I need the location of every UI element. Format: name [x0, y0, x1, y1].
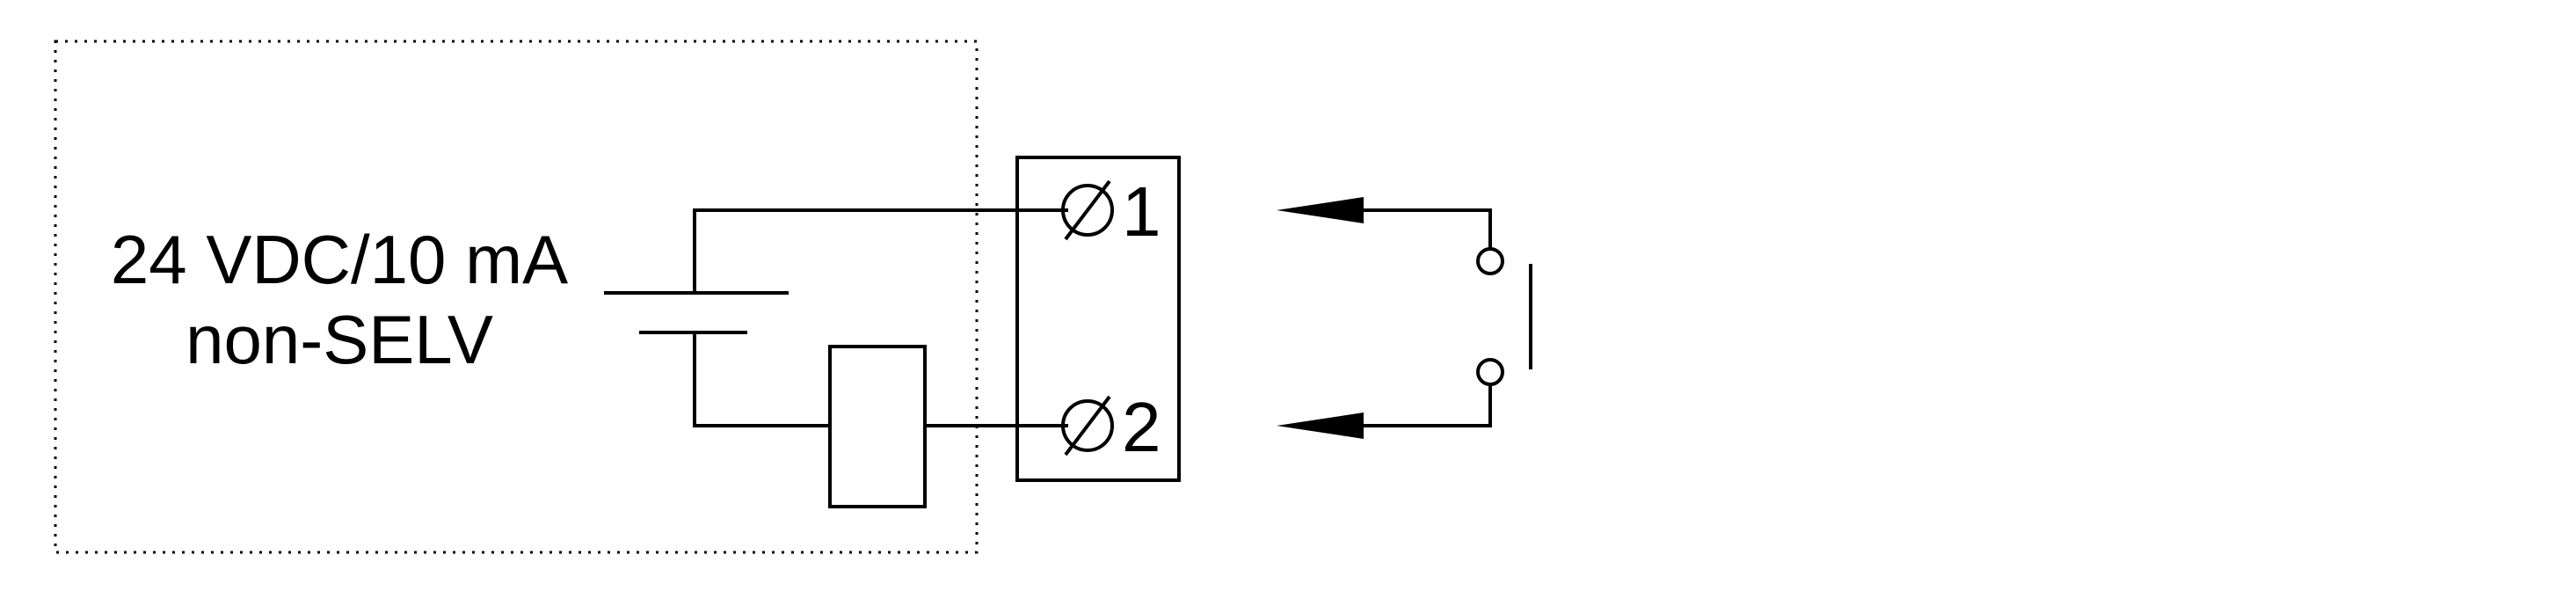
arrow-left-icon — [1277, 197, 1364, 223]
screw-terminal-icon — [1061, 184, 1114, 237]
terminal-2-label: 2 — [1122, 388, 1161, 466]
screw-terminal-icon — [1061, 399, 1114, 452]
terminal-1-label: 1 — [1122, 172, 1161, 251]
supply-label-line1: 24 VDC/10 mA — [111, 221, 568, 298]
normally-open-switch-icon — [1476, 247, 1532, 386]
terminal-block — [1015, 156, 1181, 482]
relay-coil-icon — [828, 345, 927, 508]
internal-wiring — [693, 208, 1068, 427]
terminal-1: 1 — [1061, 172, 1161, 251]
external-wiring — [1277, 197, 1492, 439]
terminal-2: 2 — [1061, 388, 1161, 466]
dc-source-icon — [604, 291, 789, 334]
supply-label-line2: non-SELV — [186, 301, 493, 378]
arrow-left-icon — [1277, 413, 1364, 439]
